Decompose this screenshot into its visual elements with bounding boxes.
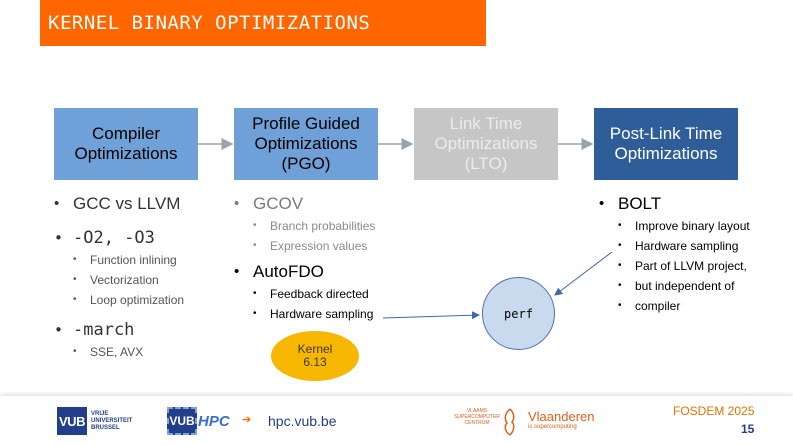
lion-icon [504,408,515,436]
vub-hpc-logo-mark: VUB [167,407,197,435]
pointer-arrow-icon [382,311,480,320]
box-compiler-optimizations: Compiler Optimizations [54,108,198,180]
bullet-function-inlining: Function inlining [54,250,184,270]
bullet-bolt: BOLT [599,193,750,215]
bullet-autofdo: AutoFDO [234,261,375,283]
bullet-hardware-sampling-bolt: Hardware sampling [599,236,750,256]
bolt-bullets: BOLT Improve binary layout Hardware samp… [599,193,750,316]
box-post-link-time-optimizations: Post-Link Time Optimizations [594,108,738,180]
vsc-logo: VLAAMS SUPERCOMPUTER CENTRUM [454,408,500,426]
bullet-expression-values: Expression values [234,236,375,256]
bullet-gcov: GCOV [234,193,375,215]
vub-hpc-logo-text: HPC [198,412,230,430]
bullet-march: -march [54,319,184,341]
perf-circle: perf [482,277,555,350]
bullet-loop-optimization: Loop optimization [54,290,184,310]
event-label: FOSDEM 2025 [673,404,755,418]
llvm-line-2: but independent of [635,279,735,293]
bullet-llvm-project-cont: but independent of [599,276,750,296]
vub-logo-text: VRIJE UNIVERSITEIT BRUSSEL [91,410,133,431]
bullet-llvm-project: Part of LLVM project, [599,256,750,276]
bullet-sse-avx: SSE, AVX [54,342,184,362]
bullet-hardware-sampling: Hardware sampling [234,304,375,324]
vub-hpc-logo: VUB HPC [167,407,230,435]
bullet-gcc-vs-llvm: GCC vs LLVM [54,193,184,215]
bullet-vectorization: Vectorization [54,270,184,290]
kernel-version: 6.13 [303,355,327,369]
hpc-website-link[interactable]: hpc.vub.be [268,413,337,429]
box-profile-guided-optimizations: Profile Guided Optimizations (PGO) [234,108,378,180]
llvm-line-3: compiler [635,299,681,313]
perf-label: perf [504,306,533,321]
slide-title: KERNEL BINARY OPTIMIZATIONS [40,0,486,46]
bullet-o-flags: -O2, -O3 [54,227,184,249]
kernel-version-badge: Kernel 6.13 [271,331,359,381]
bullet-branch-probabilities: Branch probabilities [234,216,375,236]
bullet-feedback-directed: Feedback directed [234,284,375,304]
vlaanderen-logo-text: Vlaanderen [528,409,595,424]
pgo-bullets: GCOV Branch probabilities Expression val… [234,193,375,324]
vlaanderen-tagline: is supercomputing [528,424,577,430]
vub-logo: VUB VRIJE UNIVERSITEIT BRUSSEL [57,407,132,435]
compiler-bullets: GCC vs LLVM -O2, -O3 Function inlining V… [54,193,184,362]
kernel-label: Kernel [297,342,333,356]
vub-logo-mark: VUB [57,407,87,435]
bullet-improve-binary-layout: Improve binary layout [599,216,750,236]
bullet-llvm-project-cont2: compiler [599,296,750,316]
page-number: 15 [741,422,755,436]
arrow-right-icon: ➔ [242,414,252,426]
box-link-time-optimizations: Link Time Optimizations (LTO) [414,108,558,180]
footer: VUB VRIJE UNIVERSITEIT BRUSSEL VUB HPC ➔… [0,396,793,446]
